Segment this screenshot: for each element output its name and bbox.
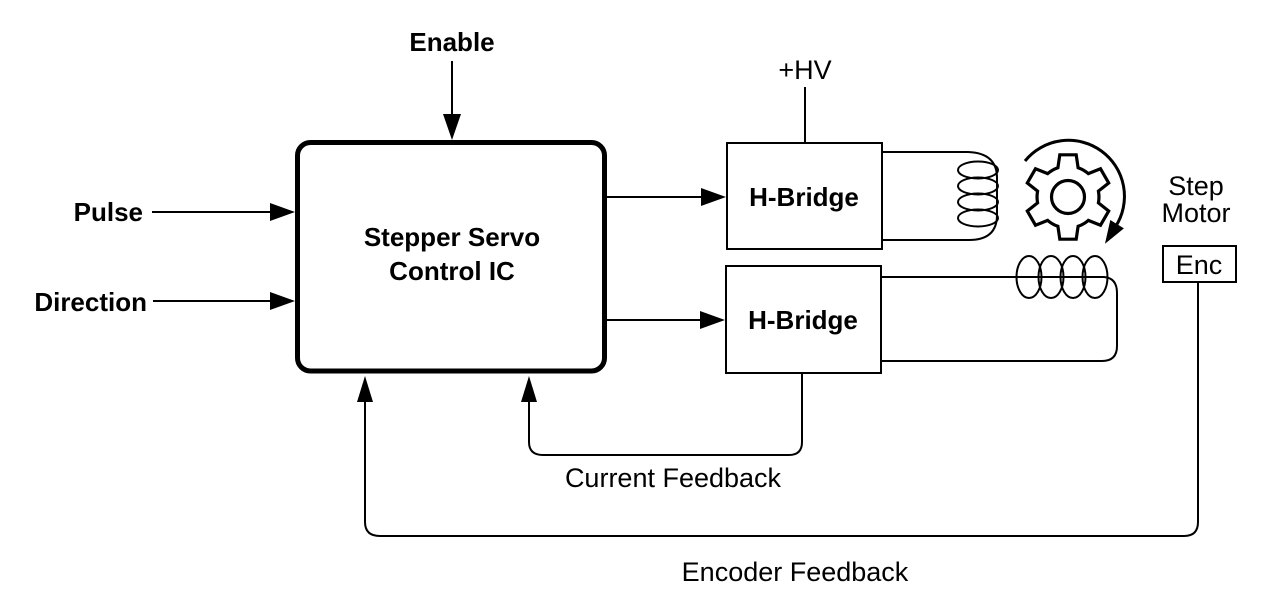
h-bridge-top-label: H-Bridge — [749, 182, 859, 212]
direction-arrow — [153, 292, 295, 310]
gear-icon — [1025, 153, 1111, 241]
pulse-label: Pulse — [74, 197, 143, 227]
controller-label-line2: Control IC — [389, 256, 515, 286]
step-motor-label-line1: Step — [1168, 171, 1224, 201]
h-bridge-top-box — [726, 142, 883, 250]
stepper-servo-control-ic-box — [295, 140, 607, 374]
rotation-arrow-icon — [1023, 138, 1126, 244]
encoder-box-label: Enc — [1176, 250, 1223, 280]
phase-a-arrow — [607, 188, 726, 206]
step-motor-label-line2: Motor — [1161, 198, 1230, 228]
enable-arrow — [443, 61, 461, 140]
winding-b-coil-icon — [882, 255, 1118, 362]
h-bridge-bottom-box — [725, 265, 882, 374]
current-feedback-label: Current Feedback — [565, 463, 782, 493]
h-bridge-bottom-label: H-Bridge — [748, 305, 858, 335]
encoder-box — [1162, 245, 1237, 283]
pulse-arrow — [152, 203, 295, 221]
phase-b-arrow — [607, 311, 725, 329]
direction-label: Direction — [34, 287, 147, 317]
winding-a-coil-icon — [883, 151, 999, 241]
encoder-feedback-label: Encoder Feedback — [682, 557, 909, 587]
controller-label-line1: Stepper Servo — [364, 222, 540, 252]
enable-label: Enable — [409, 27, 494, 57]
current-feedback-arrow — [521, 374, 803, 456]
encoder-feedback-arrow — [357, 283, 1199, 537]
hv-supply-label: +HV — [778, 55, 831, 85]
